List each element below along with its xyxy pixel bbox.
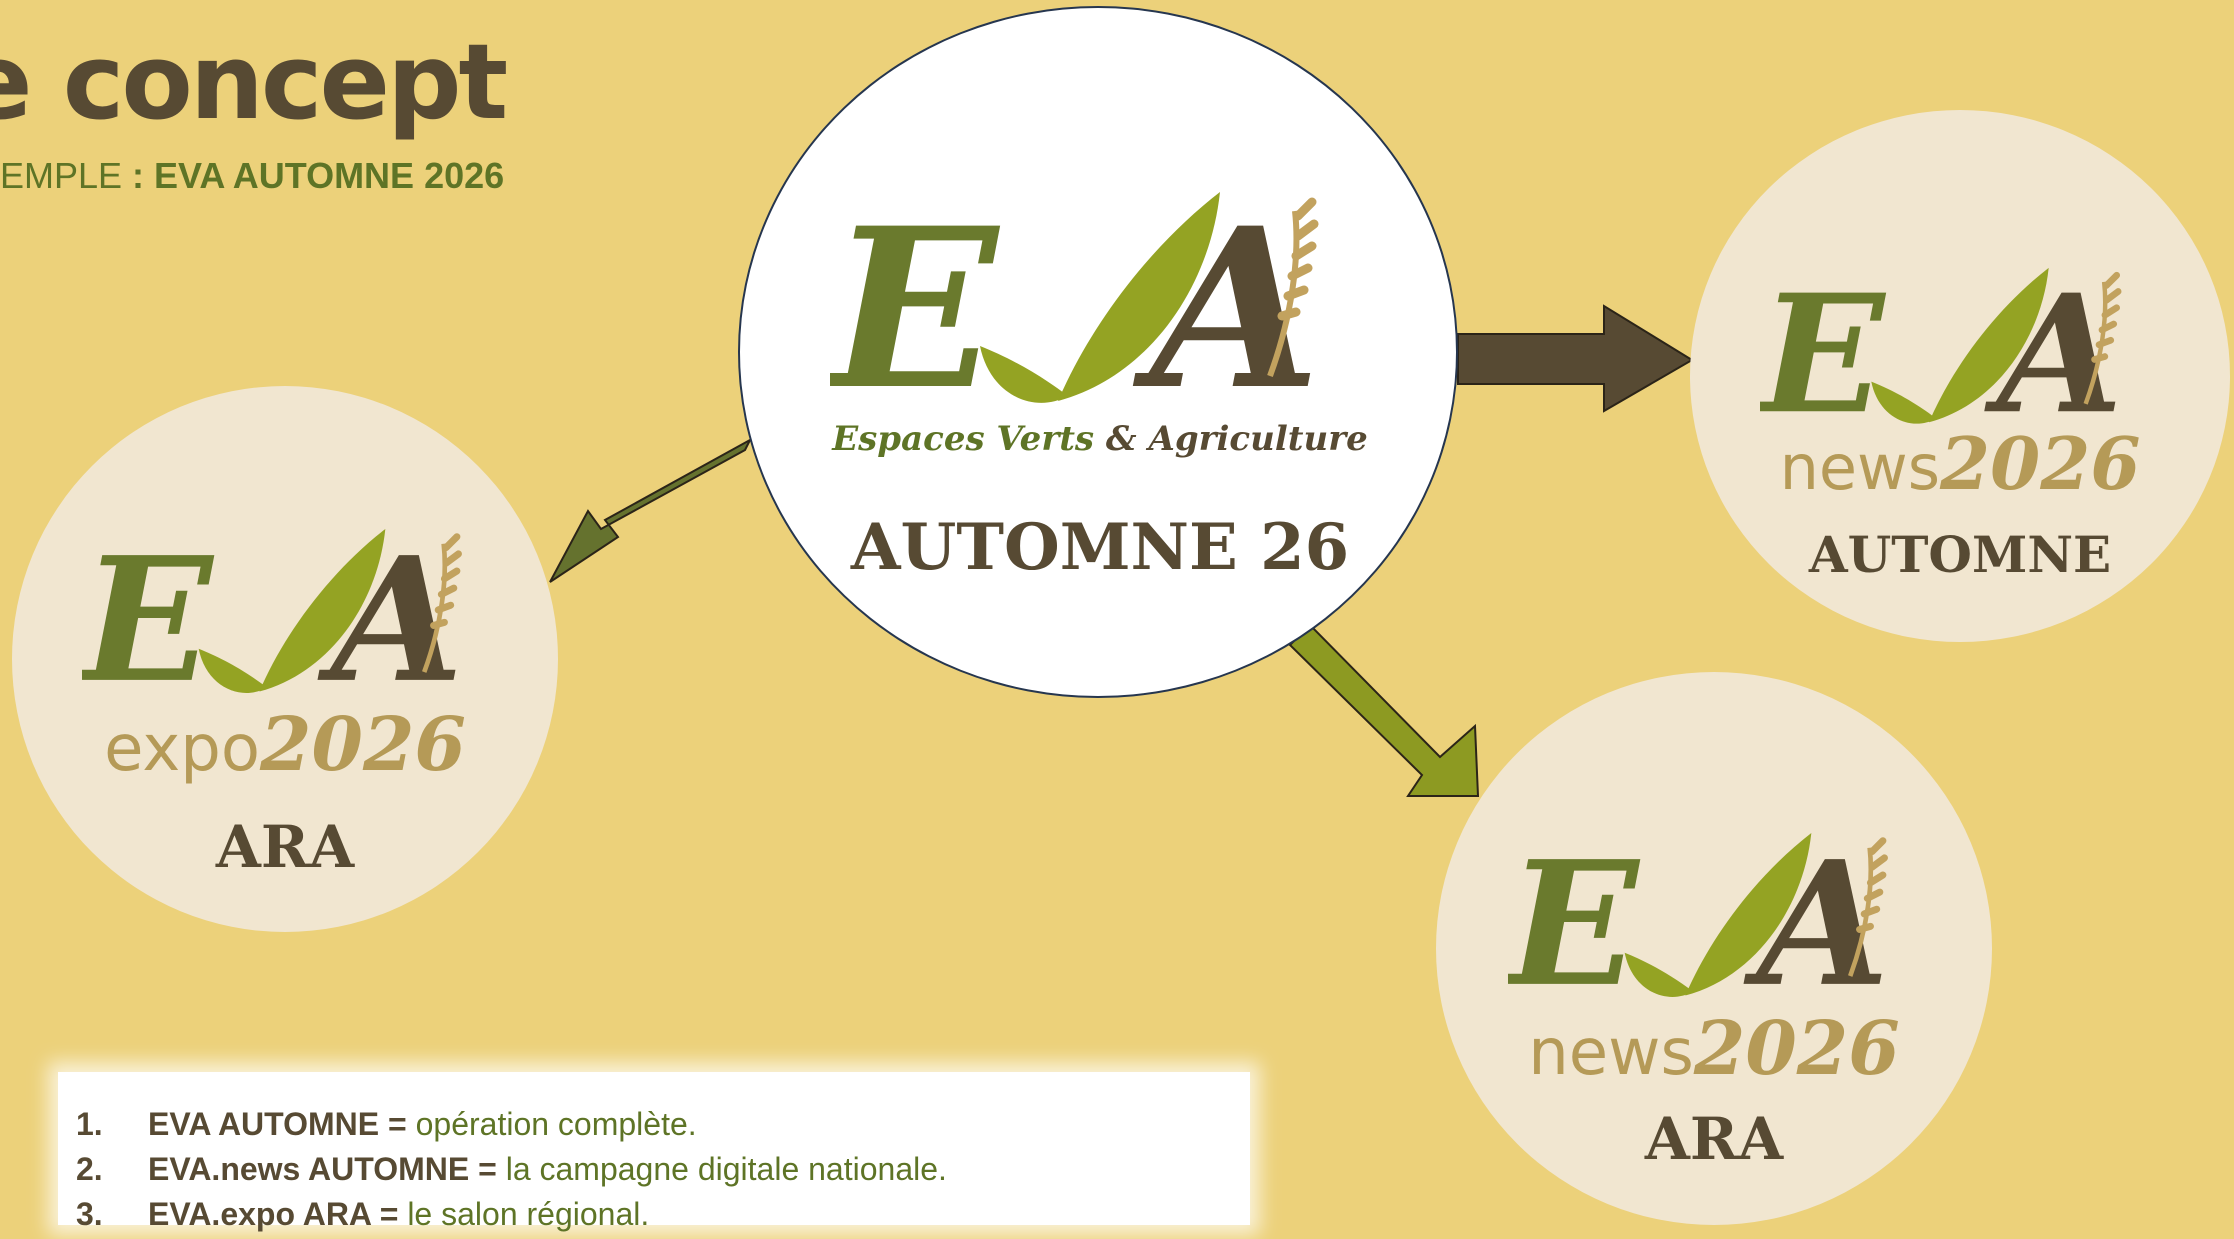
page-title: e concept — [0, 21, 508, 143]
item-key: EVA.news AUTOMNE = — [148, 1151, 506, 1187]
main-node-label: AUTOMNE 26 — [850, 510, 1350, 585]
notes-list: 1. EVA AUTOMNE = opération complète. 2. EV… — [76, 1104, 947, 1239]
sub-year: 2026 — [259, 702, 466, 788]
eva-logo: E A — [1760, 259, 2123, 426]
subtitle-colon: : — [132, 155, 155, 196]
node-news-automne: E A news2026 AUTOMNE — [1690, 110, 2230, 642]
tagline-dark: Agriculture — [1148, 419, 1368, 459]
sub-word: news — [1779, 431, 1941, 504]
item-description: le salon régional. — [407, 1196, 650, 1232]
tagline-green: Espaces Verts — [832, 419, 1095, 459]
svg-text:E: E — [82, 520, 215, 696]
sub-year: 2026 — [1693, 1006, 1900, 1092]
main-tagline: Espaces Verts & Agriculture — [740, 422, 1460, 456]
sub-word: news — [1528, 1016, 1694, 1090]
arrow-to-expo-ara — [549, 437, 753, 583]
notes-box: 1. EVA AUTOMNE = opération complète. 2. EV… — [58, 1072, 1250, 1232]
eva-logo: E A — [1508, 824, 1890, 1000]
item-description: opération complète. — [415, 1106, 697, 1142]
item-key: EVA.expo ARA = — [148, 1196, 408, 1232]
item-key: EVA AUTOMNE = — [148, 1106, 416, 1142]
subtitle-highlight: EVA AUTOMNE 2026 — [154, 155, 505, 196]
news-automne-subtitle: news2026 — [1690, 428, 2230, 500]
list-item: 3. EVA.expo ARA = le salon régional. — [76, 1194, 947, 1239]
node-label: ARA — [215, 813, 355, 881]
node-expo-ara: E A expo2026 ARA — [12, 386, 558, 932]
sub-year: 2026 — [1940, 421, 2141, 506]
node-label: AUTOMNE — [1808, 525, 2112, 584]
list-item: 1. EVA AUTOMNE = opération complète. — [76, 1104, 947, 1149]
svg-text:E: E — [1760, 259, 1886, 426]
node-label: ARA — [1644, 1105, 1784, 1173]
item-description: la campagne digitale nationale. — [505, 1151, 947, 1187]
eva-logo: E A — [830, 179, 1321, 406]
page-subtitle: EMPLE : EVA AUTOMNE 2026 — [0, 158, 504, 194]
arrow-to-news-ara — [1288, 623, 1480, 797]
main-node-eva-automne: E A Espaces Verts & Agriculture AUTOMNE … — [738, 6, 1458, 698]
item-number: 2. — [76, 1151, 103, 1187]
eva-logo: E A — [82, 520, 464, 696]
svg-text:E: E — [1508, 824, 1641, 1000]
news-ara-subtitle: news2026 — [1436, 1012, 1992, 1086]
tagline-amp: & — [1094, 419, 1149, 459]
item-number: 1. — [76, 1106, 103, 1142]
node-news-ara: E A news2026 ARA — [1436, 672, 1992, 1225]
expo-ara-subtitle: expo2026 — [12, 708, 558, 782]
sub-word: expo — [104, 712, 260, 786]
list-item: 2. EVA.news AUTOMNE = la campagne digital… — [76, 1149, 947, 1194]
subtitle-prefix: EMPLE — [0, 155, 133, 196]
item-number: 3. — [76, 1196, 103, 1232]
svg-text:E: E — [830, 179, 1001, 406]
arrow-to-news-automne — [1457, 304, 1694, 413]
